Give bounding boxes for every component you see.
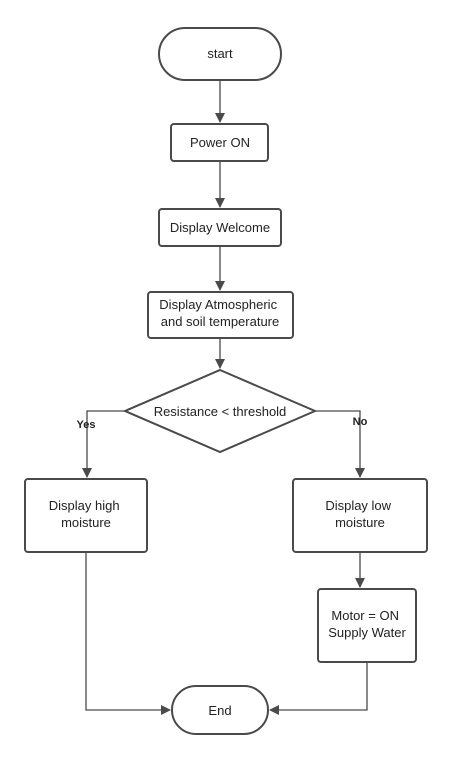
display-welcome-label: Display Welcome: [170, 220, 270, 235]
display-welcome-box: [158, 208, 282, 247]
motor-on-box: [317, 588, 417, 663]
motor-on-label-line-1: Motor = ON: [331, 608, 399, 623]
edge-decision-yes-to-display-high: [82, 410, 125, 478]
display-high-box: [24, 478, 148, 553]
power-on-label-line: Power ON: [190, 135, 250, 150]
end-label: End: [208, 703, 231, 718]
decision-label-line: Resistance < threshold: [154, 404, 287, 419]
start-label: start: [207, 46, 233, 61]
start-terminal: [158, 27, 282, 81]
motor-on-label-line-2: Supply Water: [328, 625, 406, 640]
decision-diamond: [122, 368, 318, 454]
edge-motor-on-to-end: [269, 662, 368, 715]
end-label-line: End: [208, 703, 231, 718]
power-on-box: [170, 123, 269, 162]
display-high-label-line-1: Display high: [49, 498, 120, 513]
display-low-label: Display low moisture: [325, 498, 394, 530]
display-atmospheric-label-line-2: and soil temperature: [161, 314, 280, 329]
edge-display-high-to-end: [85, 552, 171, 715]
display-high-label-line-2: moisture: [61, 515, 111, 530]
edge-decision-no-to-display-low: [315, 410, 365, 478]
power-on-label: Power ON: [190, 135, 250, 150]
no-label: No: [353, 416, 368, 428]
yes-label: Yes: [77, 419, 96, 431]
start-label-line: start: [207, 46, 233, 61]
display-low-box: [292, 478, 428, 553]
display-atmospheric-label: Display Atmospheric and soil temperature: [159, 297, 280, 329]
display-atmospheric-label-line-1: Display Atmospheric: [159, 297, 277, 312]
display-high-label: Display high moisture: [49, 498, 123, 530]
decision-label: Resistance < threshold: [154, 404, 287, 419]
display-atmospheric-box: [147, 291, 294, 339]
motor-on-label: Motor = ON Supply Water: [328, 608, 406, 640]
display-welcome-label-line: Display Welcome: [170, 220, 270, 235]
end-terminal: [171, 685, 269, 735]
display-low-label-line-2: moisture: [335, 515, 385, 530]
display-low-label-line-1: Display low: [325, 498, 391, 513]
